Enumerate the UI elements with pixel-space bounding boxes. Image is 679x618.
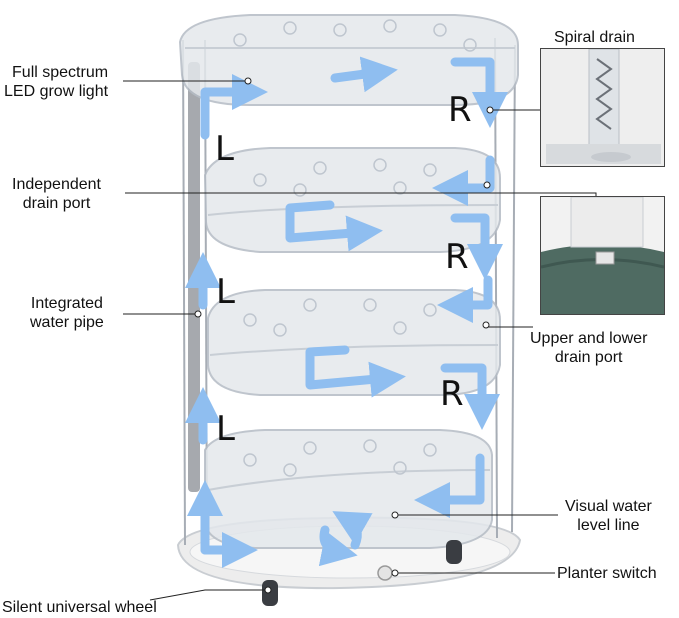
label-drain-port-line1: Independent (12, 176, 101, 193)
planting-holes (233, 19, 477, 477)
label-drain-port: Independent drain port (12, 175, 101, 213)
label-switch: Planter switch (557, 565, 657, 582)
label-water-level-line1: Visual water (565, 498, 652, 515)
mark-r-1: R (448, 90, 472, 130)
label-spiral-drain: Spiral drain (554, 29, 635, 46)
label-water-level: Visual water level line (565, 497, 652, 535)
label-grow-light: Full spectrum LED grow light (4, 63, 108, 101)
shelf-4-tank (204, 429, 493, 549)
spiral-drain-inset (540, 48, 665, 167)
planter-switch-knob (377, 565, 393, 581)
label-water-pipe-line2: water pipe (30, 314, 104, 331)
label-drain-port-line2: drain port (22, 195, 91, 212)
label-upper-lower: Upper and lower drain port (530, 329, 647, 367)
water-flow-arrows (185, 56, 508, 568)
mark-r-2: R (445, 237, 469, 277)
mark-l-2: L (216, 272, 235, 312)
label-grow-light-line1: Full spectrum (12, 64, 109, 81)
label-upper-lower-line1: Upper and lower (530, 330, 648, 347)
label-grow-light-line2: LED grow light (4, 83, 109, 100)
leader-dots (194, 77, 494, 594)
led-light-bar (188, 62, 200, 492)
mark-r-3: R (440, 374, 464, 414)
label-upper-lower-line2: drain port (554, 349, 623, 366)
label-water-level-line2: level line (577, 517, 640, 534)
label-water-pipe: Integrated water pipe (30, 294, 104, 332)
mark-l-1: L (215, 129, 234, 169)
wheels (262, 540, 462, 606)
label-wheel: Silent universal wheel (2, 599, 157, 616)
mark-l-3: L (216, 409, 235, 449)
upper-lower-drain-inset (540, 196, 665, 315)
label-water-pipe-line1: Integrated (30, 295, 103, 312)
